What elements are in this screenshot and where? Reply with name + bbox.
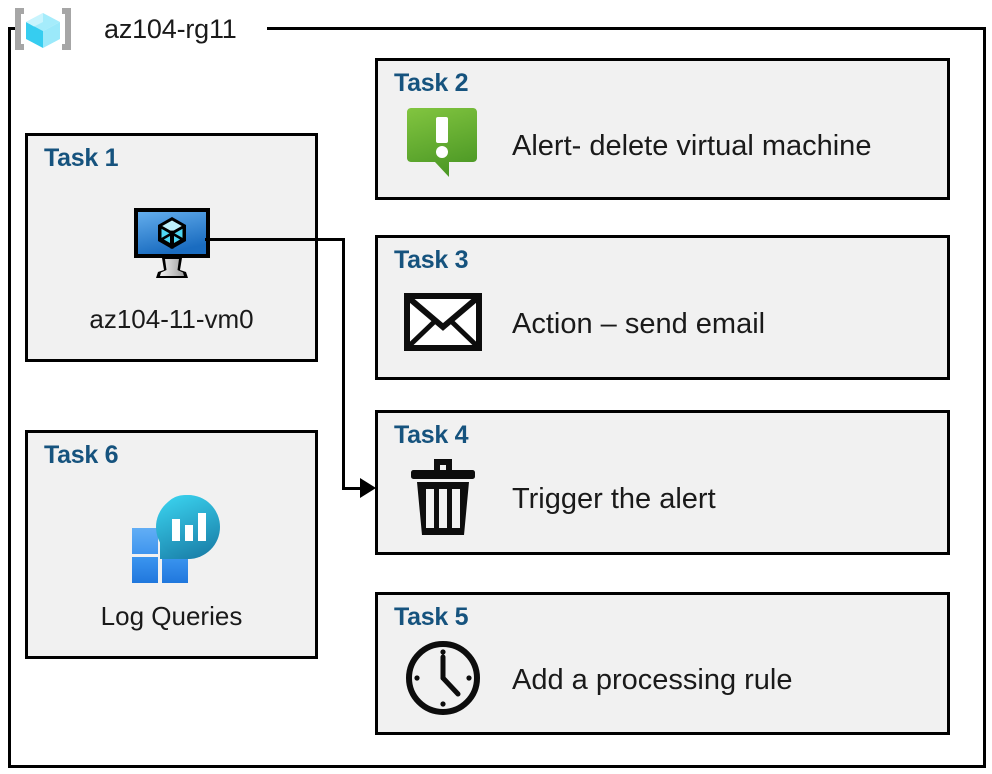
resource-group-cube-icon (12, 6, 74, 52)
connector-segment-horizontal-top (205, 238, 345, 241)
log-analytics-icon (120, 491, 224, 592)
virtual-machine-icon (126, 202, 218, 287)
task1-title: Task 1 (44, 144, 119, 172)
trash-can-icon (408, 456, 478, 543)
task6-caption: Log Queries (100, 601, 243, 631)
task1-caption: az104-11-vm0 (89, 304, 254, 334)
connector-segment-vertical (342, 238, 345, 490)
resource-group-name: az104-rg11 (104, 13, 237, 44)
task6-title: Task 6 (44, 441, 119, 469)
resource-group-frame-top-stub (8, 27, 20, 30)
task2-title: Task 2 (394, 69, 469, 97)
task2-card[interactable]: Task 2 (375, 58, 950, 200)
task3-label: Action – send email (512, 308, 766, 340)
task2-row: Alert- delete virtual machine (400, 103, 933, 189)
task6-card[interactable]: Task 6 (25, 430, 318, 659)
task5-label: Add a processing rule (512, 664, 793, 696)
task6-icon-wrap (28, 494, 315, 587)
task2-icon-slot (400, 107, 486, 185)
alert-speech-bubble-icon (403, 107, 483, 186)
task4-title: Task 4 (394, 421, 469, 449)
task5-row: Add a processing rule (400, 637, 933, 724)
task4-label: Trigger the alert (512, 483, 716, 515)
resource-group-frame-top-edge (267, 27, 986, 30)
task4-icon-slot (400, 459, 486, 539)
arrow-right-icon (360, 478, 376, 498)
task5-title: Task 5 (394, 603, 469, 631)
resource-group-header: az104-rg11 (12, 5, 237, 53)
task1-card[interactable]: Task 1 (25, 133, 318, 362)
task5-card[interactable]: Task 5 Add a proce (375, 592, 950, 735)
task4-card[interactable]: Task 4 (375, 410, 950, 555)
clock-icon (403, 638, 483, 723)
task3-card[interactable]: Task 3 Action – send email (375, 235, 950, 380)
task3-icon-slot (400, 286, 486, 364)
task1-icon-wrap (28, 198, 315, 290)
task3-row: Action – send email (400, 280, 933, 369)
task2-label: Alert- delete virtual machine (512, 129, 872, 162)
task5-icon-slot (400, 641, 486, 720)
resource-group-frame (8, 27, 986, 768)
connector-segment-horizontal-bottom (342, 487, 364, 490)
task4-row: Trigger the alert (400, 455, 933, 544)
task3-title: Task 3 (394, 246, 469, 274)
envelope-icon (404, 291, 482, 358)
